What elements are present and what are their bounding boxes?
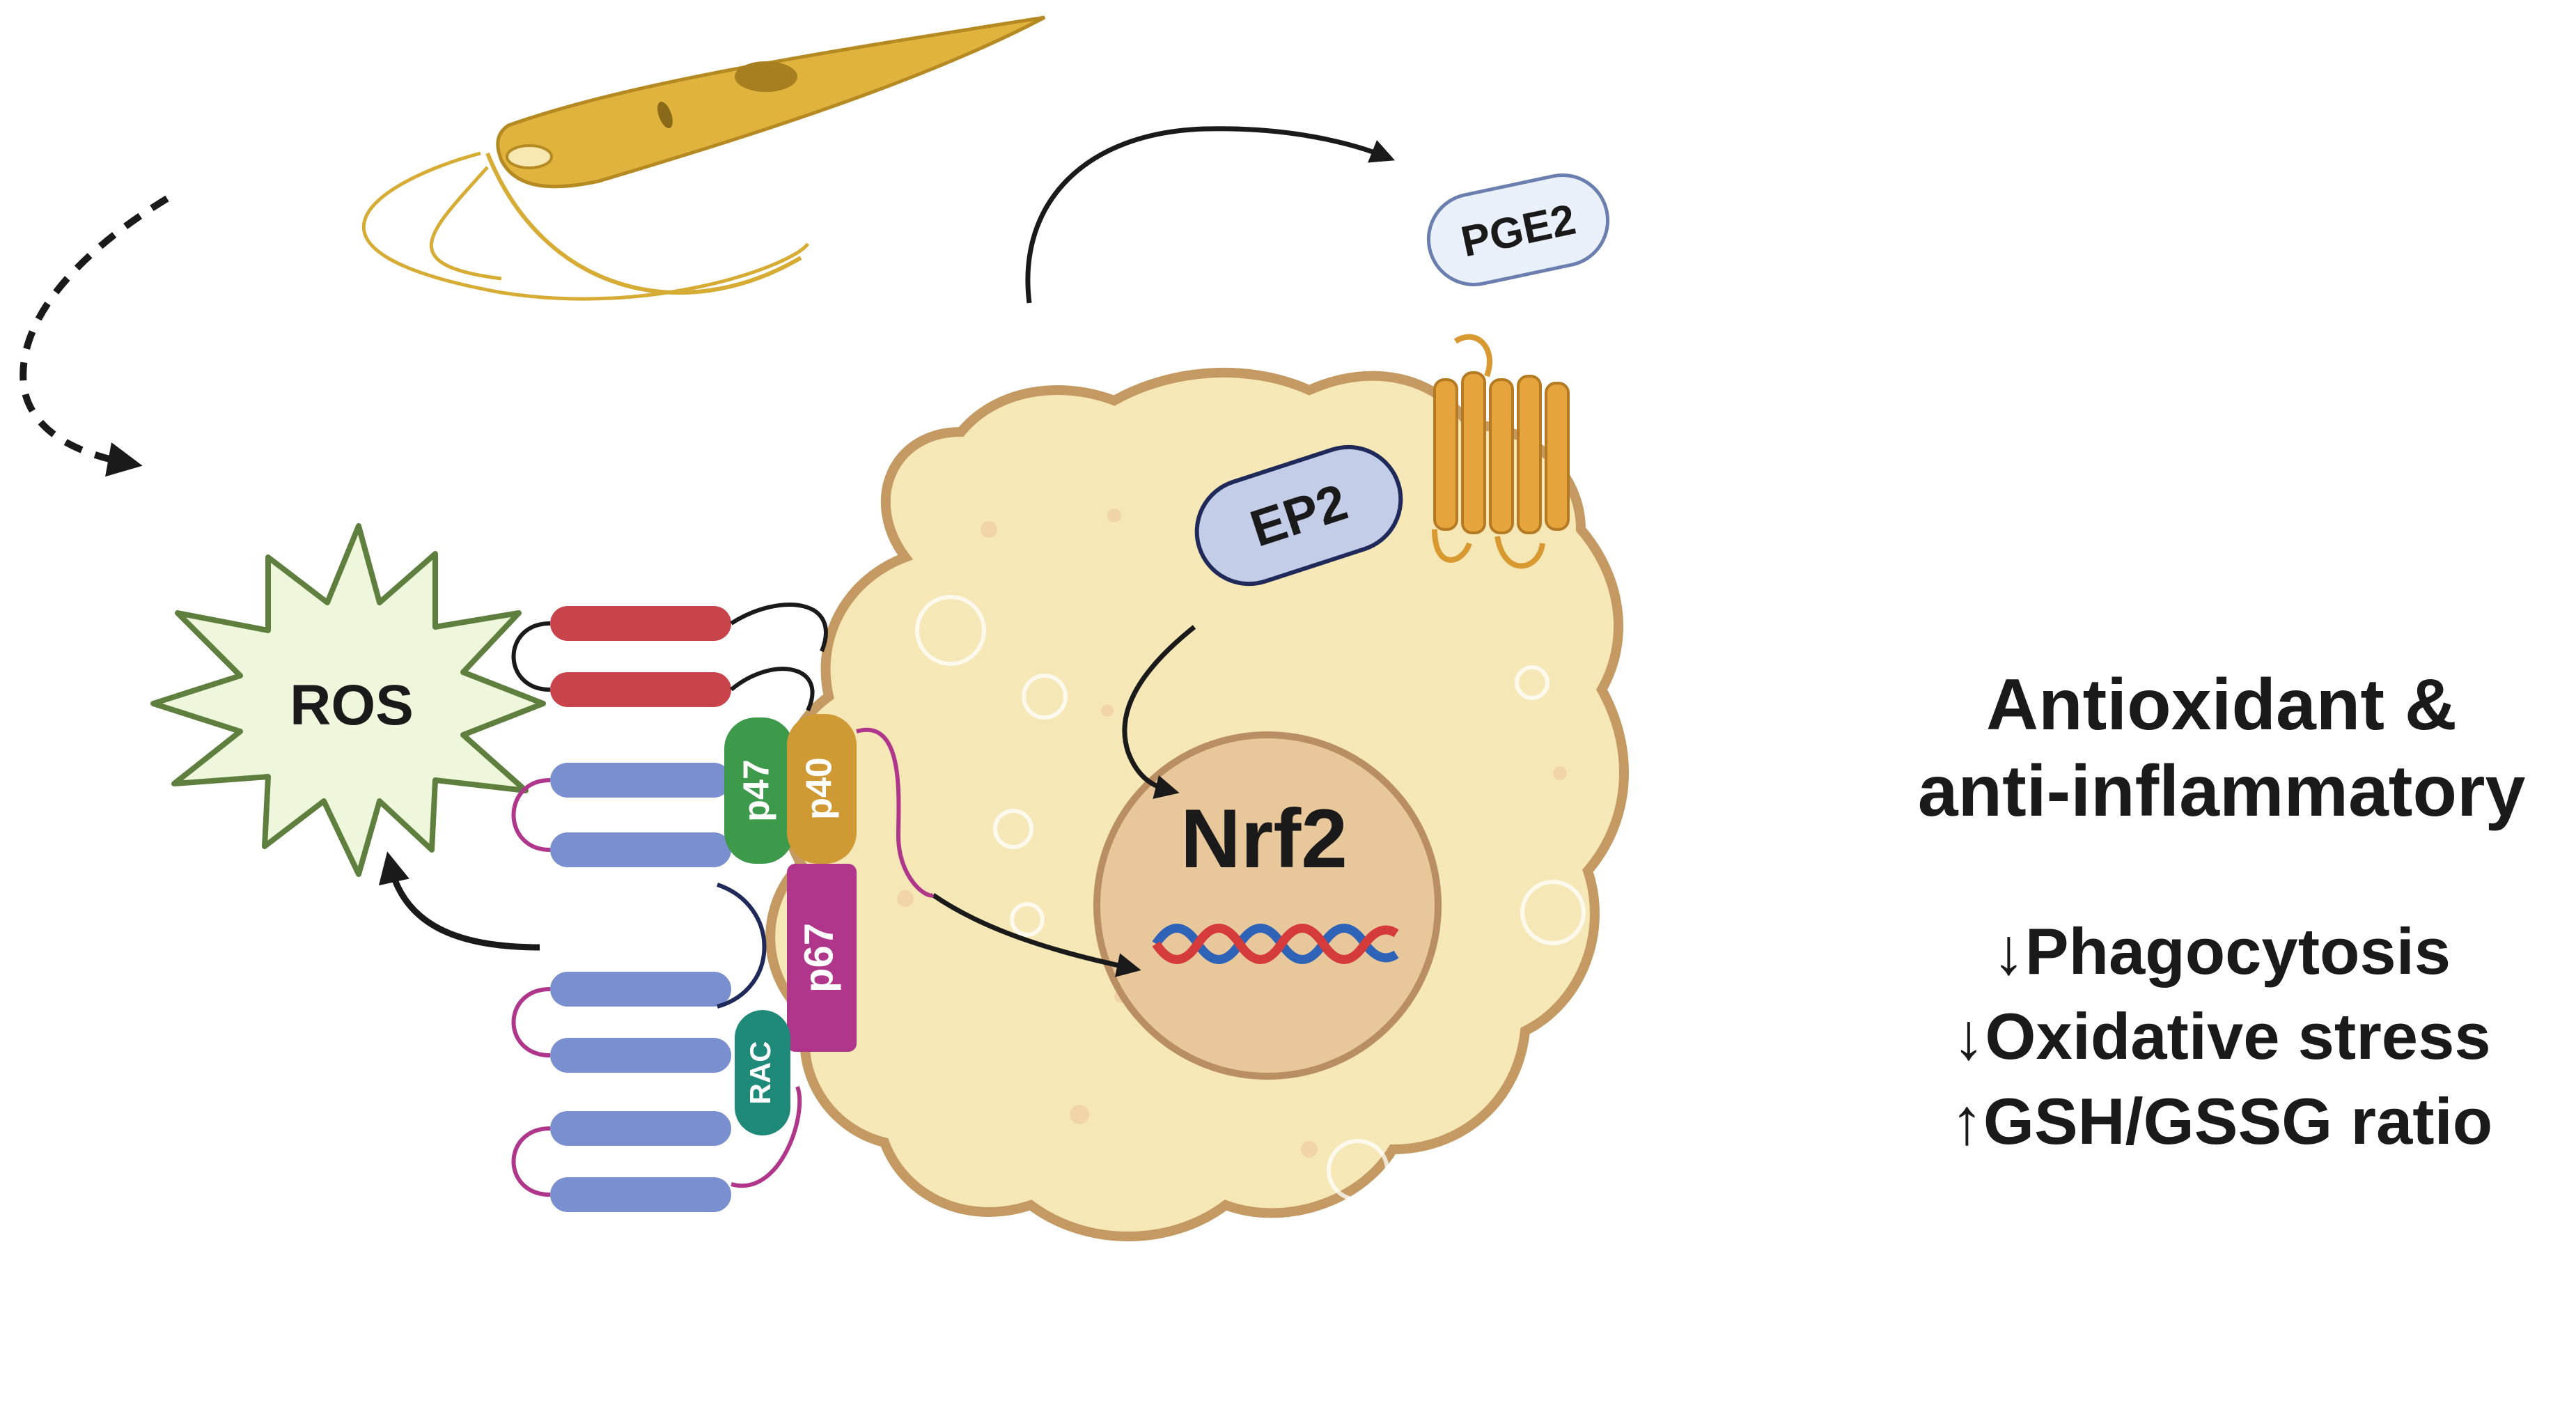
cytoplasm-dots [897, 509, 1567, 1158]
effect-phagocytosis: ↓Phagocytosis [1992, 915, 2451, 988]
outcome-heading: Antioxidant & anti-inflammatory [1880, 662, 2563, 835]
dashed-arrow-to-ros [19, 195, 169, 477]
p40-subunit [787, 714, 857, 864]
ep2-pill [1194, 444, 1403, 587]
arrow-oxidase-to-nrf2 [932, 893, 1141, 977]
p67-label: p67 [796, 923, 841, 993]
outcome-heading-line2: anti-inflammatory [1917, 751, 2526, 832]
dna-helix-icon [1152, 924, 1399, 964]
cytoplasm-vesicles [915, 595, 1586, 1202]
arrow-ep2-to-nucleus [1122, 625, 1196, 799]
arrow-oxidase-to-ros [378, 851, 540, 951]
nucleus [1093, 731, 1442, 1080]
parasite-icon [362, 15, 1046, 301]
nadph-oxidase-complex [511, 603, 935, 1212]
p40-label: p40 [799, 757, 840, 820]
effect-oxidative-stress: ↓Oxidative stress [1952, 1000, 2491, 1073]
p47-subunit [724, 717, 794, 864]
ep2-receptor-icon [1432, 334, 1570, 569]
ros-label: ROS [290, 674, 414, 737]
outcome-heading-line1: Antioxidant & [1986, 665, 2457, 745]
rac-label: RAC [744, 1041, 776, 1105]
pge2-pill [1426, 173, 1610, 287]
ros-burst-icon [150, 523, 546, 877]
effect-gsh-gssg-ratio: ↑GSH/GSSG ratio [1950, 1085, 2493, 1158]
p47-label: p47 [737, 759, 777, 822]
arrow-to-pge2 [1025, 126, 1395, 304]
p67-subunit [787, 864, 857, 1052]
nrf2-label: Nrf2 [1180, 792, 1348, 885]
rac-subunit [735, 1010, 790, 1135]
outcome-effects: ↓Phagocytosis ↓Oxidative stress ↑GSH/GSS… [1880, 909, 2563, 1164]
